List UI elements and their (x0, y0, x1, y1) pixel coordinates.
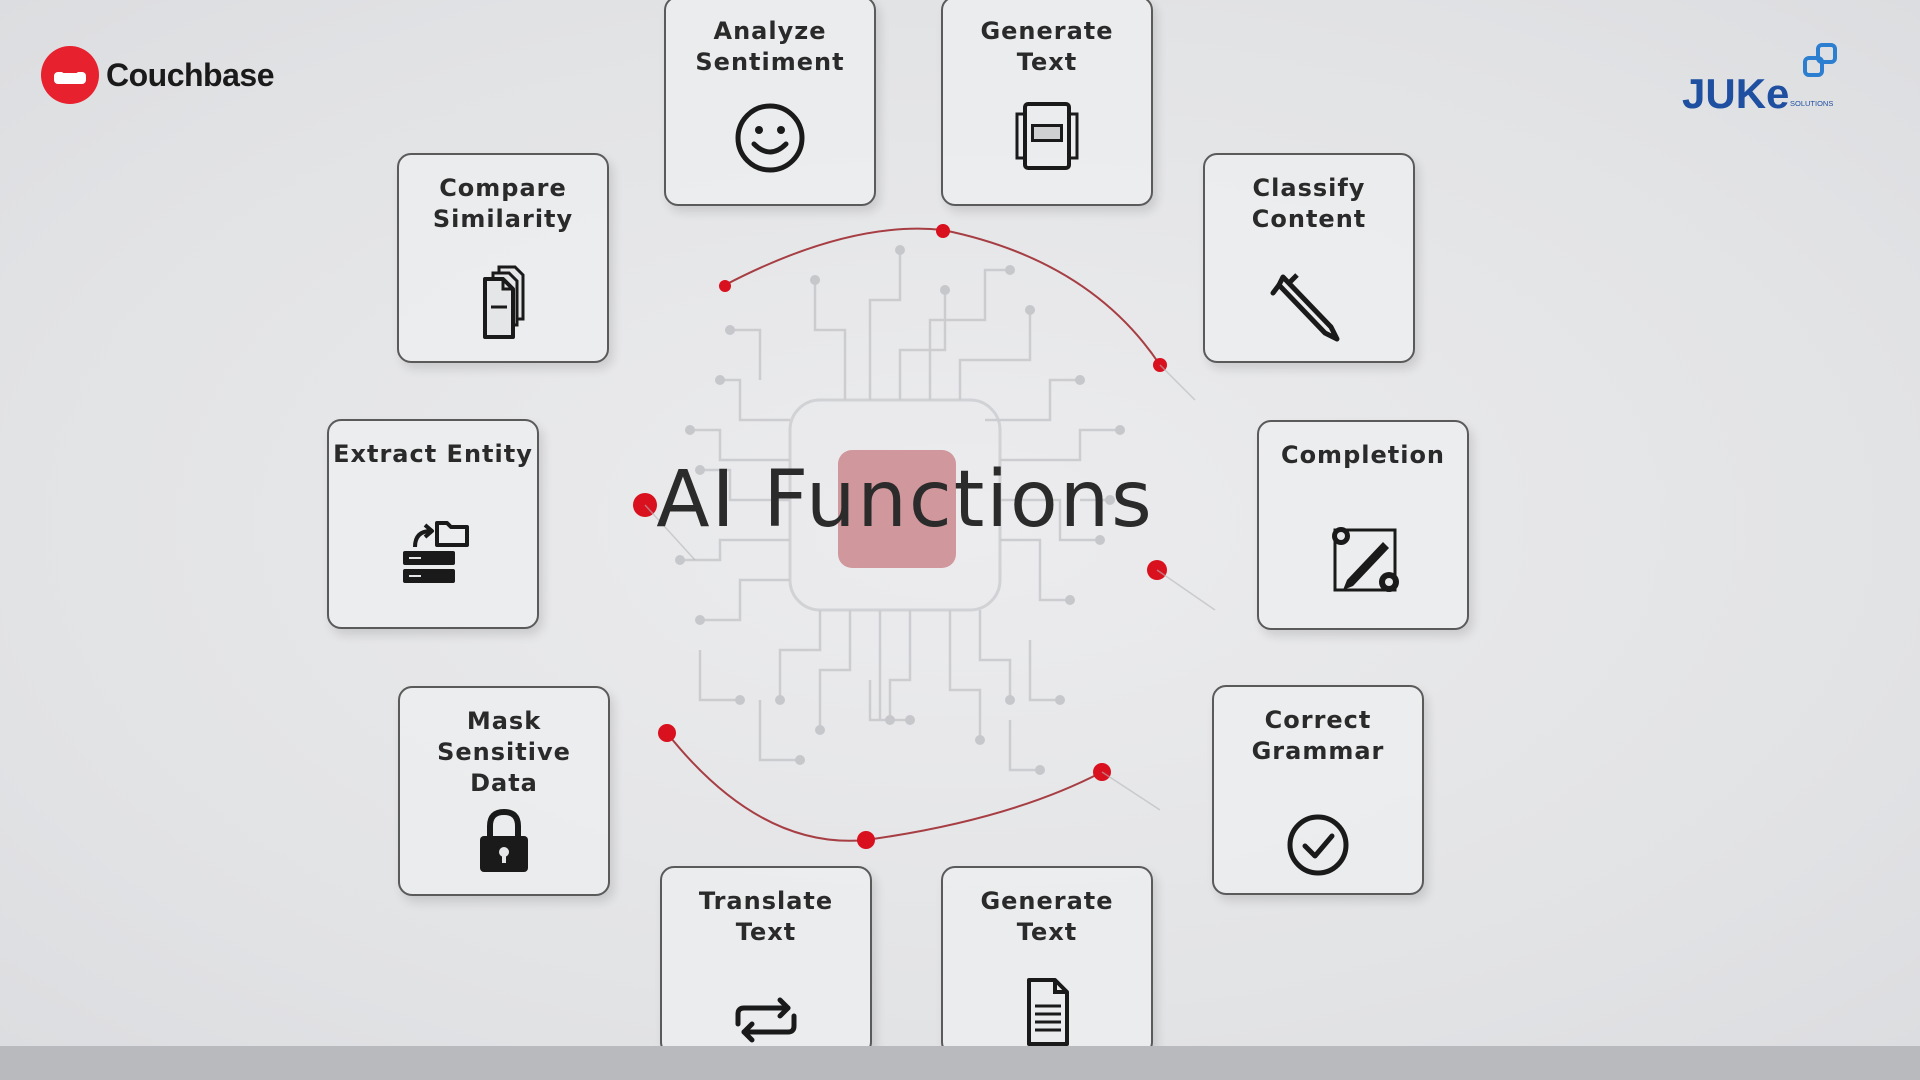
card-extract-entity: Extract Entity (327, 419, 539, 629)
card-generate-text-top: Generate Text (941, 0, 1153, 206)
ai-chip (838, 450, 956, 568)
pen-icon (1270, 273, 1340, 342)
couchbase-logo-text: Couchbase (106, 56, 274, 93)
card-label: Extract Entity (333, 440, 533, 468)
slides-stack-icon (1015, 102, 1079, 170)
couchbase-logo: Couchbase (40, 45, 274, 105)
extract-folder-icon (403, 521, 469, 583)
card-label: Generate Text (980, 17, 1114, 76)
juke-solutions-logo: JUKe SOLUTIONS (1682, 43, 1837, 117)
couchbase-logo-icon (41, 46, 99, 104)
document-icon (1027, 978, 1069, 1046)
card-label: Translate Text (698, 887, 834, 946)
diagram-title: AI Functions (656, 455, 1154, 545)
card-label: Correct Grammar (1251, 706, 1385, 765)
padlock-icon (480, 808, 528, 872)
card-mask-sensitive-data: Mask Sensitive Data (398, 686, 610, 896)
card-translate-text: Translate Text (660, 866, 872, 1046)
juke-logo-tagline: SOLUTIONS (1790, 99, 1833, 108)
json-files-icon (483, 265, 525, 339)
pencil-gears-icon (1332, 527, 1399, 592)
card-generate-text-bottom: Generate Text (941, 866, 1153, 1046)
check-circle-icon (1287, 814, 1349, 876)
card-label: Classify Content (1251, 174, 1367, 233)
card-classify-content: Classify Content (1203, 153, 1415, 363)
juke-logo-text: JUKe (1682, 70, 1789, 117)
card-analyze-sentiment: Analyze Sentiment (664, 0, 876, 206)
card-label: Mask Sensitive Data (437, 707, 571, 797)
card-label: Analyze Sentiment (695, 17, 845, 76)
card-completion: Completion (1257, 420, 1469, 630)
circuit-background (633, 224, 1216, 849)
card-compare-similarity: Compare Similarity (397, 153, 609, 363)
card-correct-grammar: Correct Grammar (1212, 685, 1424, 895)
card-label: Completion (1280, 441, 1446, 469)
swap-arrows-icon (735, 997, 797, 1043)
slide: Couchbase JUKe SOLUTIONS AI Functions An… (0, 0, 1920, 1046)
card-label: Compare Similarity (432, 174, 574, 233)
card-label: Generate Text (980, 887, 1114, 946)
smiley-icon (735, 103, 805, 173)
bottom-bar (0, 1046, 1920, 1080)
